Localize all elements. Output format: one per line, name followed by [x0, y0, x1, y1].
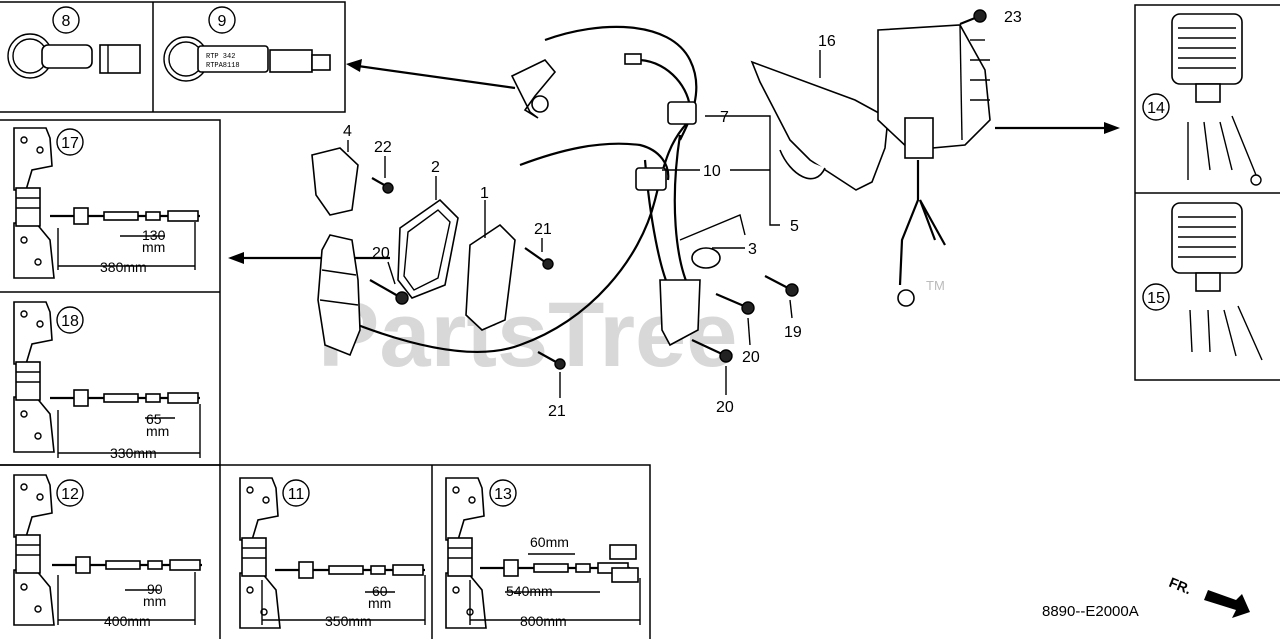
dim-12-unit: mm: [143, 593, 166, 609]
callout-20-mid: 20: [742, 349, 760, 366]
dim-17-long: 380mm: [100, 259, 147, 275]
dim-11-long: 350mm: [325, 613, 372, 629]
variant-9: 9: [218, 13, 227, 30]
variant-8: 8: [62, 13, 71, 30]
variant-15: 15: [1147, 290, 1165, 307]
dim-12-long: 400mm: [104, 613, 151, 629]
dim-17-unit: mm: [142, 239, 165, 255]
callout-10: 10: [703, 163, 721, 180]
callout-21-upper: 21: [534, 221, 552, 238]
dim-11-short: 60: [372, 583, 388, 599]
callout-20-left: 20: [372, 245, 390, 262]
variant-17: 17: [61, 135, 79, 152]
coil-variant-12: [13, 474, 204, 626]
callout-19: 19: [784, 324, 802, 341]
diagram-code: 8890--E2000A: [1042, 603, 1139, 620]
callout-22: 22: [374, 139, 392, 156]
callout-4: 4: [343, 123, 352, 140]
variant-numbers: 8 9 17 18 12 11 13 14 15: [52, 6, 1170, 507]
variant-14: 14: [1147, 100, 1165, 117]
coil-variant-18: [13, 301, 202, 458]
variant-11: 11: [288, 486, 305, 503]
dim-11-unit: mm: [368, 595, 391, 611]
cap-text-line2: RTPA8118: [206, 62, 240, 70]
variant-13: 13: [494, 486, 512, 503]
variant-panel-14-15: [1134, 4, 1280, 381]
leader-lines: [347, 50, 821, 398]
callout-5: 5: [790, 218, 799, 235]
main-assembly: [311, 9, 991, 398]
cap-text-line1: RTP 342: [206, 53, 235, 61]
bolt-icons: [369, 9, 987, 370]
regulator-variant-14: [1171, 13, 1262, 186]
callout-20-low: 20: [716, 399, 734, 416]
callout-21-lower: 21: [548, 403, 566, 420]
callout-23: 23: [1004, 9, 1022, 26]
dim-18-unit: mm: [146, 423, 169, 439]
dim-13-top: 60mm: [530, 534, 569, 550]
dimension-labels: 130 mm 380mm 65 mm 330mm 90 mm 400mm 60 …: [100, 227, 569, 629]
callout-7: 7: [720, 109, 729, 126]
coil-variant-11: [239, 477, 427, 629]
callout-2: 2: [431, 159, 440, 176]
callout-labels: 1 2 3 4 5 7 10 16 19 20 20 20 21 21 22 2…: [343, 9, 1022, 420]
regulator-variant-15: [1171, 202, 1263, 361]
coil-variant-13: [445, 477, 641, 629]
dim-18-short: 65: [146, 411, 162, 427]
callout-16: 16: [818, 33, 836, 50]
front-marker: FR.: [1167, 574, 1250, 618]
variant-panel-8-9: RTP 342 RTPA8118: [0, 1, 346, 113]
variant-18: 18: [61, 313, 79, 330]
front-marker-label: FR.: [1167, 574, 1194, 597]
callout-1: 1: [480, 185, 489, 202]
plug-cap-9-illustration: RTP 342 RTPA8118: [163, 36, 331, 82]
dim-13-mid: 540mm: [506, 583, 553, 599]
coil-variant-17: [13, 127, 202, 279]
dim-17-short: 130: [142, 227, 166, 243]
variant-panel-bottom: [0, 464, 651, 639]
plug-cap-8-illustration: [7, 33, 141, 79]
trademark-text: TM: [926, 278, 945, 293]
dim-18-long: 330mm: [110, 445, 157, 461]
variant-12: 12: [61, 486, 79, 503]
reference-arrows: [228, 59, 1120, 264]
callout-3: 3: [748, 241, 757, 258]
dim-13-long: 800mm: [520, 613, 567, 629]
front-arrow-icon: [1204, 590, 1250, 618]
dim-12-short: 90: [147, 581, 163, 597]
